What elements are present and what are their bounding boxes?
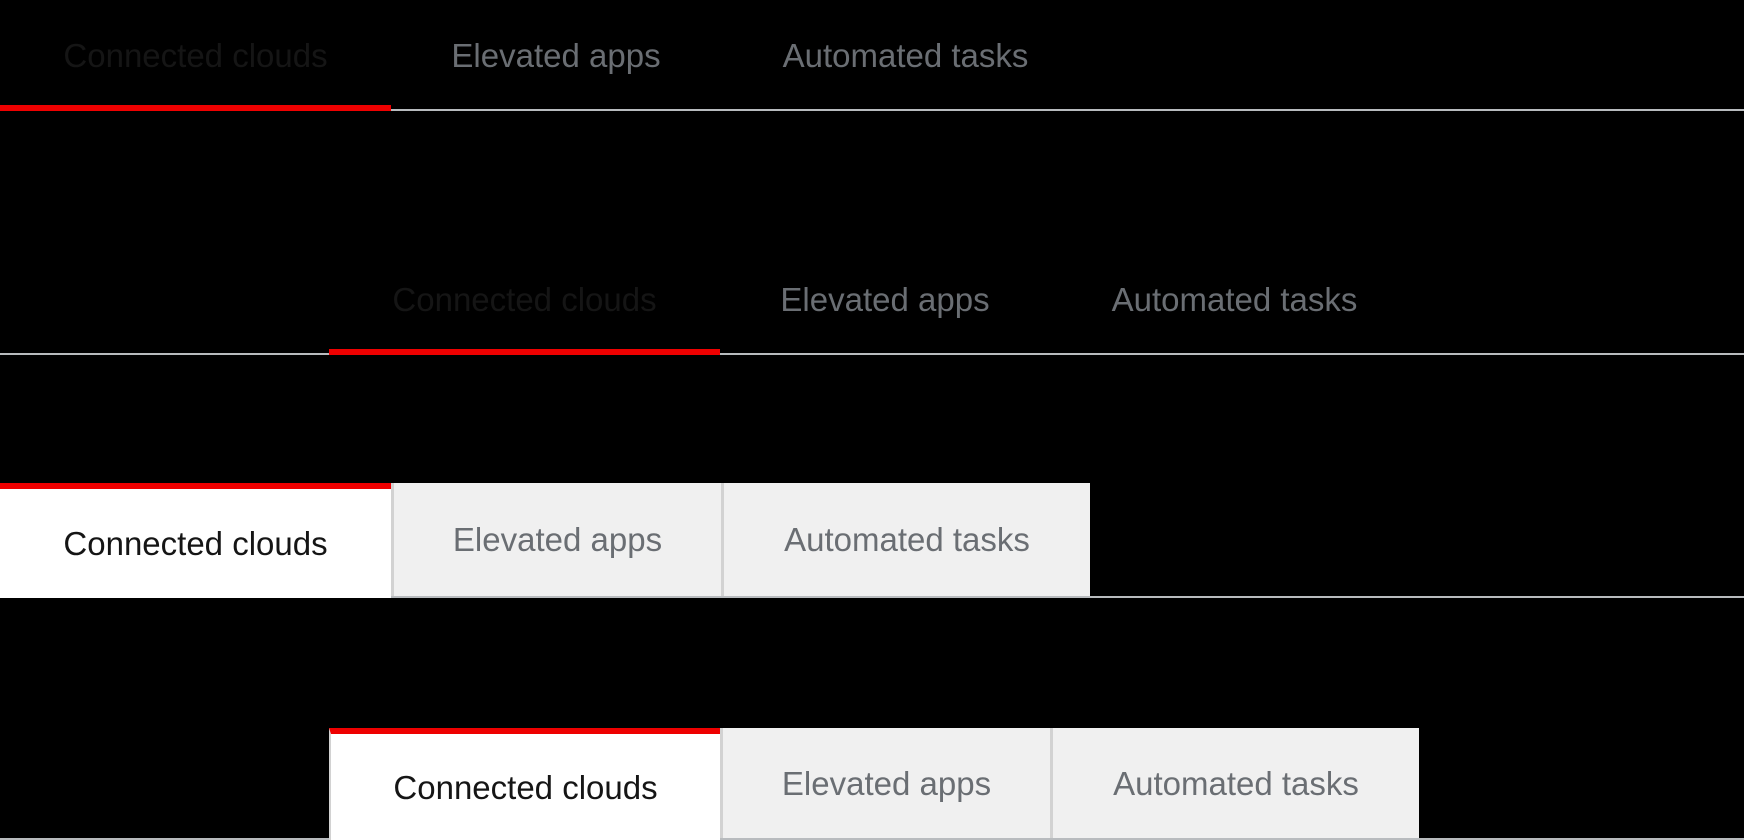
tab-list: Connected clouds Elevated apps Automated…: [0, 483, 1090, 598]
tab-bottom-rule: [0, 353, 1744, 355]
tab-automated-tasks[interactable]: Automated tasks: [721, 483, 1090, 596]
tab-label: Automated tasks: [1113, 764, 1359, 802]
tab-group-inline-default: Connected clouds Elevated apps Automated…: [0, 0, 1744, 111]
tab-label: Automated tasks: [1111, 281, 1358, 318]
tab-automated-tasks[interactable]: Automated tasks: [1050, 244, 1419, 355]
tab-bottom-rule: [0, 109, 1744, 111]
tab-elevated-apps[interactable]: Elevated apps: [391, 0, 721, 111]
active-tab-indicator: [329, 349, 720, 355]
tab-automated-tasks[interactable]: Automated tasks: [721, 0, 1090, 111]
tab-label: Elevated apps: [452, 521, 663, 558]
tab-label: Connected clouds: [63, 525, 328, 562]
tab-connected-clouds[interactable]: Connected clouds: [329, 244, 720, 355]
tab-automated-tasks[interactable]: Automated tasks: [1050, 728, 1419, 838]
tab-connected-clouds[interactable]: Connected clouds: [0, 0, 391, 111]
tab-group-box-indented: Connected clouds Elevated apps Automated…: [0, 728, 1744, 840]
tab-elevated-apps[interactable]: Elevated apps: [720, 244, 1050, 355]
active-tab-indicator: [0, 105, 391, 111]
tab-connected-clouds[interactable]: Connected clouds: [0, 483, 391, 598]
tab-group-inline-indented: Connected clouds Elevated apps Automated…: [0, 244, 1744, 355]
tab-label: Elevated apps: [781, 764, 992, 802]
tab-bottom-rule: [0, 596, 1744, 598]
tab-label: Automated tasks: [784, 521, 1030, 558]
tab-label: Connected clouds: [392, 281, 657, 318]
tab-label: Connected clouds: [393, 768, 658, 806]
tab-list: Connected clouds Elevated apps Automated…: [329, 728, 1419, 840]
tab-label: Elevated apps: [780, 281, 990, 318]
tab-label: Automated tasks: [782, 37, 1029, 74]
tab-label: Elevated apps: [451, 37, 661, 74]
tab-connected-clouds[interactable]: Connected clouds: [329, 728, 720, 840]
tab-list: Connected clouds Elevated apps Automated…: [0, 0, 1090, 111]
tab-group-box-default: Connected clouds Elevated apps Automated…: [0, 483, 1744, 598]
tab-elevated-apps[interactable]: Elevated apps: [391, 483, 721, 596]
tab-list: Connected clouds Elevated apps Automated…: [329, 244, 1419, 355]
tab-bottom-rule: [0, 838, 1744, 840]
tab-label: Connected clouds: [63, 37, 328, 74]
tab-elevated-apps[interactable]: Elevated apps: [720, 728, 1050, 838]
